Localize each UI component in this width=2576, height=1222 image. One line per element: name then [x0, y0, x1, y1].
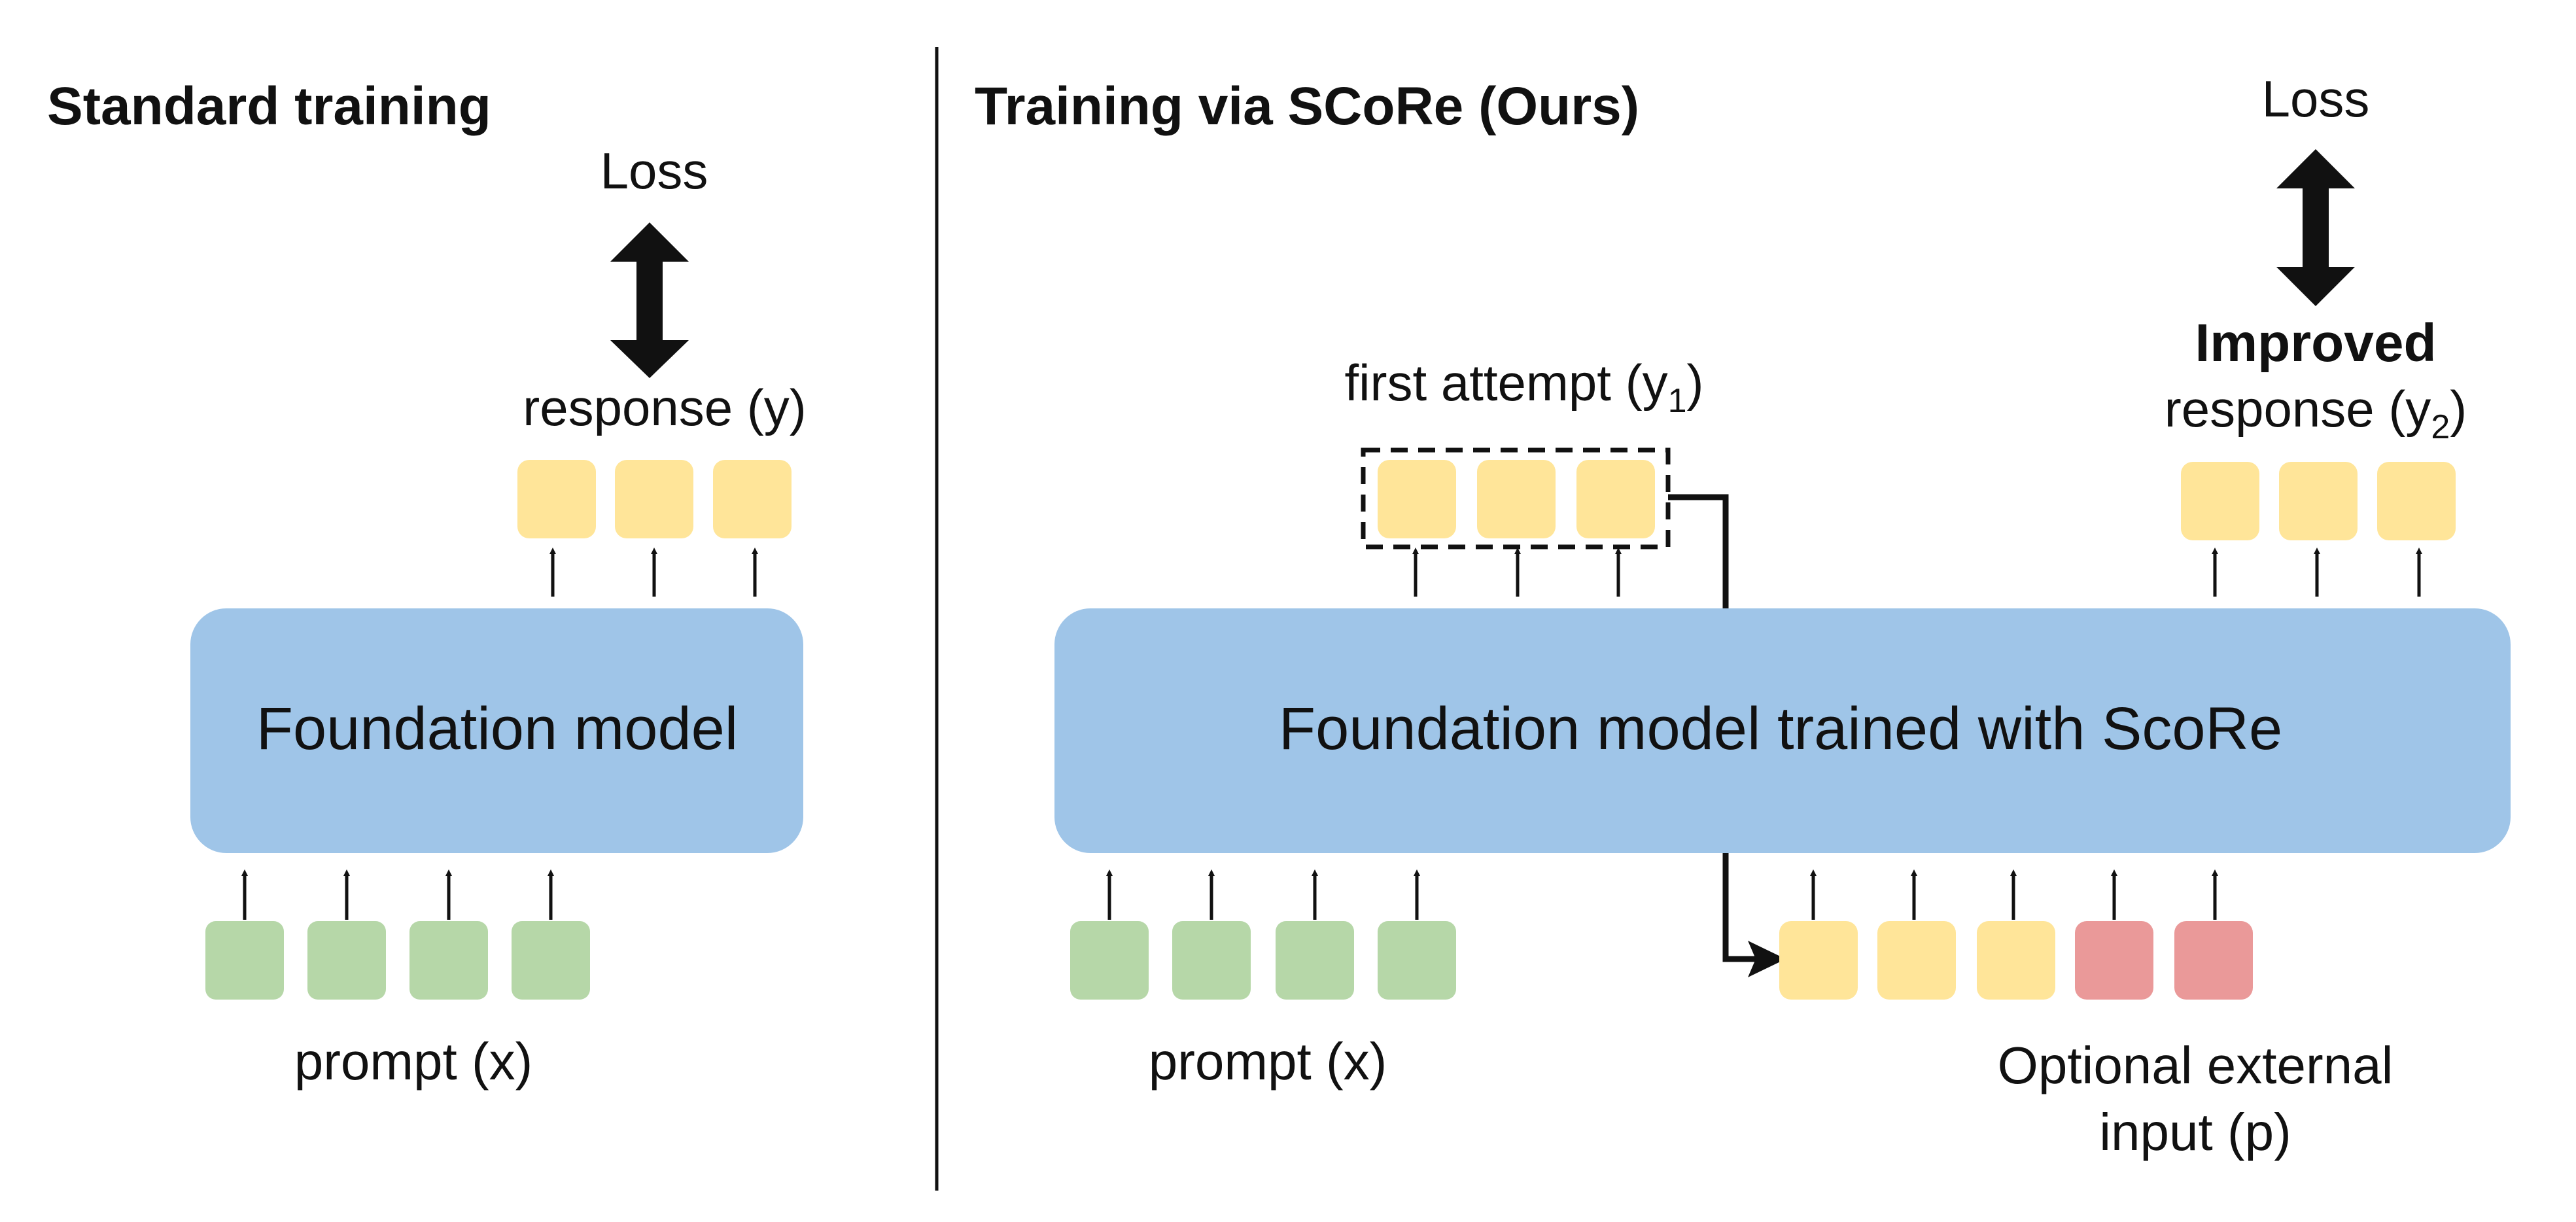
response-token	[615, 460, 693, 538]
left-input-arrows	[241, 869, 554, 920]
prompt-token	[409, 921, 488, 1000]
first-attempt-tokens	[1378, 460, 1655, 538]
first-attempt-subscript: 1	[1668, 382, 1687, 420]
left-response-tokens	[517, 460, 792, 538]
score-model-label: Foundation model trained with ScoRe	[1279, 695, 2282, 762]
foundation-model-box	[190, 608, 803, 853]
response-label-subscript: 2	[2431, 408, 2450, 446]
second-attempt-input-tokens	[1779, 921, 2253, 1000]
left-prompt-tokens	[205, 921, 590, 1000]
improved-response-token	[2181, 462, 2259, 540]
response-token	[713, 460, 792, 538]
foundation-model-label: Foundation model	[256, 695, 739, 762]
first-attempt-token	[1378, 460, 1456, 538]
prompt-token	[307, 921, 386, 1000]
left-panel-title: Standard training	[47, 77, 491, 136]
right-prompt-label: prompt (x)	[1149, 1032, 1387, 1091]
prompt-token	[512, 921, 590, 1000]
right-loss-label: Loss	[2262, 70, 2370, 128]
first-attempt-copy-token	[1877, 921, 1956, 1000]
first-attempt-suffix: )	[1687, 354, 1704, 411]
external-input-token	[2075, 921, 2153, 1000]
left-response-label: response (y)	[523, 379, 807, 436]
first-attempt-token	[1576, 460, 1655, 538]
first-attempt-copy-token	[1977, 921, 2055, 1000]
second-attempt-input-arrows	[1810, 869, 2218, 920]
improved-response-token	[2279, 462, 2358, 540]
first-attempt-dashed-box	[1361, 447, 1671, 550]
right-prompt-arrows	[1106, 869, 1420, 920]
prompt-token	[1172, 921, 1251, 1000]
feedback-arrowhead	[1748, 941, 1786, 977]
first-attempt-arrows	[1412, 548, 1622, 597]
improved-response-tokens	[2181, 462, 2456, 540]
response-label-prefix: response (y	[2165, 380, 2431, 438]
external-input-label-line2: input (p)	[2099, 1103, 2291, 1161]
response-token	[517, 460, 596, 538]
prompt-token	[1378, 921, 1456, 1000]
right-prompt-tokens	[1070, 921, 1456, 1000]
right-panel-title: Training via SCoRe (Ours)	[975, 77, 1639, 136]
improved-response-token	[2377, 462, 2456, 540]
first-attempt-feedback-connector	[1668, 494, 1729, 608]
prompt-token	[205, 921, 284, 1000]
first-attempt-prefix: first attempt (y	[1345, 354, 1668, 411]
left-loss-double-arrow	[610, 222, 689, 378]
prompt-token	[1276, 921, 1354, 1000]
external-input-token	[2174, 921, 2253, 1000]
score-model-box	[1054, 608, 2511, 853]
first-attempt-token	[1477, 460, 1556, 538]
feedback-connector-lower	[1722, 853, 1769, 962]
left-prompt-label: prompt (x)	[294, 1032, 533, 1091]
improved-label: Improved	[2195, 313, 2436, 373]
right-loss-double-arrow	[2276, 149, 2355, 306]
first-attempt-label: first attempt (y1)	[1345, 354, 1704, 420]
right-response-label: response (y2)	[2165, 380, 2467, 446]
response-label-suffix: )	[2450, 380, 2467, 438]
left-loss-label: Loss	[600, 142, 708, 200]
external-input-label-line1: Optional external	[1998, 1036, 2393, 1094]
improved-response-arrows	[2212, 548, 2422, 597]
left-output-arrows	[549, 548, 758, 597]
first-attempt-copy-token	[1779, 921, 1858, 1000]
prompt-token	[1070, 921, 1149, 1000]
